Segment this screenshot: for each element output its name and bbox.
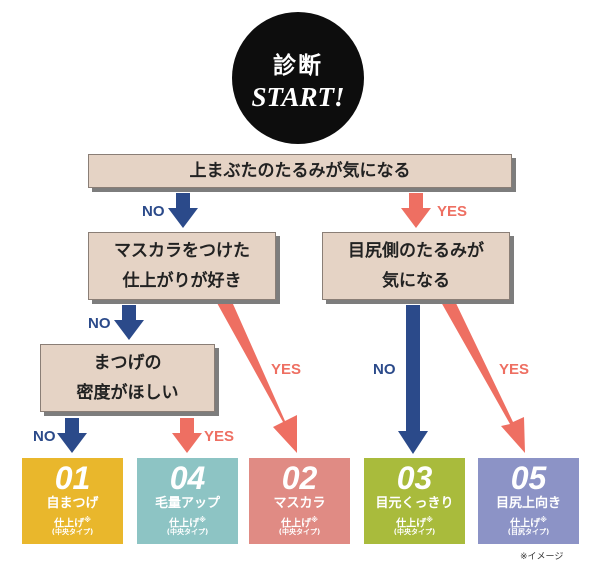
arrow-yes-q3-r05 [441, 297, 525, 453]
question-text-line1: 目尻側のたるみが [348, 241, 484, 261]
start-title: 診断 [273, 52, 323, 79]
result-finish: 仕上げ※ [396, 516, 433, 530]
result-name: 目元くっきり [375, 496, 454, 511]
question-text: 上まぶたのたるみが気になる [189, 161, 411, 181]
arrow-no-q3-r03 [398, 305, 428, 454]
label-yes-q1: YES [437, 203, 468, 220]
question-text-line2: 仕上がりが好き [122, 271, 242, 291]
image-footnote: ※イメージ [520, 552, 564, 562]
result-05: 05 目尻上向き 仕上げ※ (目尻タイプ) [478, 458, 579, 544]
question-text-line1: マスカラをつけた [114, 241, 250, 261]
label-yes-q2: YES [271, 361, 302, 378]
arrow-yes-q1-q3 [401, 193, 431, 228]
question-text-line1: まつげの [93, 353, 162, 373]
result-name: マスカラ [273, 496, 326, 511]
result-number: 01 [54, 460, 91, 496]
result-type: (中央タイプ) [393, 528, 436, 536]
result-number: 04 [169, 460, 206, 496]
arrow-no-q2-q4 [114, 305, 144, 340]
result-03: 03 目元くっきり 仕上げ※ (中央タイプ) [364, 458, 465, 544]
question-outer-corner-sag: 目尻側のたるみが 気になる [322, 232, 510, 300]
label-yes-q3: YES [499, 361, 530, 378]
arrow-no-q4-r01 [57, 418, 87, 453]
result-number: 05 [510, 460, 547, 496]
question-lash-density: まつげの 密度がほしい [40, 344, 215, 412]
start-badge: 診断 START! [232, 12, 364, 144]
result-type: (目尻タイプ) [507, 528, 550, 536]
result-02: 02 マスカラ 仕上げ※ (中央タイプ) [249, 458, 350, 544]
question-text-line2: 密度がほしい [76, 383, 179, 403]
result-name: 毛量アップ [154, 496, 220, 511]
start-label: START! [251, 82, 345, 112]
arrow-no-q1-q2 [168, 193, 198, 228]
question-mascara-finish: マスカラをつけた 仕上がりが好き [88, 232, 276, 300]
result-finish: 仕上げ※ [169, 516, 206, 530]
result-type: (中央タイプ) [278, 528, 321, 536]
arrow-yes-q2-r02 [217, 295, 297, 453]
label-no-q3: NO [373, 361, 396, 378]
result-01: 01 自まつげ 仕上げ※ (中央タイプ) [22, 458, 123, 544]
result-name: 目尻上向き [495, 496, 561, 511]
question-upper-eyelid-sag: 上まぶたのたるみが気になる [88, 154, 512, 188]
result-finish: 仕上げ※ [54, 516, 91, 530]
result-type: (中央タイプ) [166, 528, 209, 536]
question-text-line2: 気になる [382, 271, 450, 291]
result-name: 自まつげ [46, 496, 99, 511]
result-type: (中央タイプ) [51, 528, 94, 536]
result-finish: 仕上げ※ [510, 516, 547, 530]
result-finish: 仕上げ※ [281, 516, 318, 530]
label-no-q4: NO [33, 428, 56, 445]
result-number: 02 [281, 460, 318, 496]
label-no-q1: NO [142, 203, 165, 220]
label-yes-q4: YES [204, 428, 235, 445]
label-no-q2: NO [88, 315, 111, 332]
result-04: 04 毛量アップ 仕上げ※ (中央タイプ) [137, 458, 238, 544]
arrow-yes-q4-r04 [172, 418, 202, 453]
result-number: 03 [396, 460, 433, 496]
